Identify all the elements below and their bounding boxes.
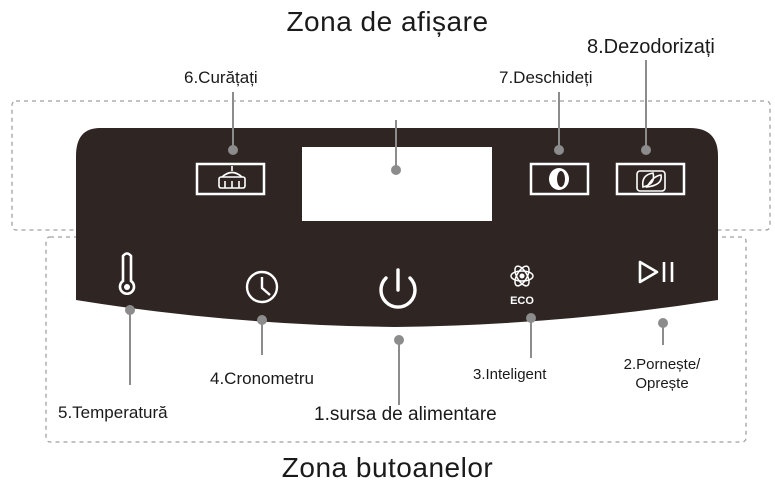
buttons-zone-heading: Zona butoanelor xyxy=(281,452,494,483)
start-stop-label-line1: 2.Pornește/ xyxy=(623,356,701,373)
power-label: 1.sursa de alimentare xyxy=(314,404,497,425)
temperature-dot xyxy=(125,305,135,315)
brush-icon xyxy=(218,166,246,189)
open-dot xyxy=(554,145,564,155)
clean-label: 6.Curățați xyxy=(184,68,258,87)
eco-text: ECO xyxy=(510,295,534,307)
thermometer-icon xyxy=(118,252,136,295)
deodorize-button xyxy=(615,162,686,196)
timer-label: 4.Cronometru xyxy=(210,369,314,388)
power-dot xyxy=(394,335,404,345)
smart-dot xyxy=(526,313,536,323)
play-pause-icon xyxy=(638,260,674,284)
leader-dots xyxy=(125,145,668,345)
start-stop-label-line2: Oprește xyxy=(635,375,689,392)
deodorize-dot xyxy=(641,145,651,155)
leaf-icon xyxy=(636,170,666,192)
display-zone-heading: Zona de afișare xyxy=(286,6,489,37)
clean-dot xyxy=(228,145,238,155)
clean-button xyxy=(195,162,266,196)
start-stop-dot xyxy=(658,318,668,328)
open-lid-icon xyxy=(549,168,569,190)
open-label: 7.Deschideți xyxy=(499,68,593,87)
open-button xyxy=(529,162,590,196)
eco-atom-icon xyxy=(510,265,534,287)
display-dot xyxy=(391,165,401,175)
power-icon xyxy=(379,268,417,309)
timer-dot xyxy=(257,315,267,325)
smart-label: 3.Inteligent xyxy=(473,366,547,383)
temperature-label: 5.Temperatură xyxy=(58,403,168,422)
deodorize-label: 8.Dezodorizați xyxy=(587,36,715,58)
clock-icon xyxy=(245,270,279,304)
